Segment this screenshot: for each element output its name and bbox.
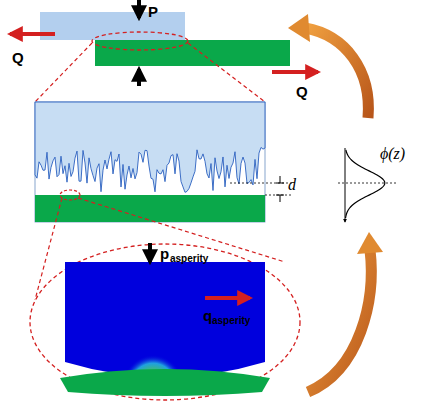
force-label: Q [296, 84, 308, 99]
gap-dimension [276, 176, 284, 202]
lower-block [95, 40, 290, 66]
surface-panel [35, 102, 265, 222]
zoom-ellipse [30, 244, 300, 400]
mean-line [338, 183, 398, 184]
force-subscript: asperity [212, 316, 250, 326]
force-label: Q [12, 50, 24, 65]
gap-label: d [288, 177, 296, 193]
zoom-line [35, 43, 92, 102]
zoom-ellipse [60, 190, 80, 200]
asperity-shear-arrow [205, 296, 250, 300]
flow-arrowhead [288, 14, 310, 42]
zoom-ellipse [92, 32, 188, 50]
distribution-label: ϕ(z) [380, 146, 405, 162]
height-axis [345, 148, 346, 222]
reaction-arrow [137, 69, 141, 86]
force-label: q [203, 308, 212, 323]
zoom-line [188, 43, 265, 102]
shear-arrow [272, 70, 318, 74]
upper-block [40, 12, 185, 40]
force-label: P [148, 4, 158, 19]
asperity-load-arrow [148, 243, 152, 262]
flow-arrow [308, 250, 371, 392]
force-subscript: asperity [170, 254, 208, 264]
flow-arrow [305, 28, 368, 118]
force-label: p [160, 246, 169, 261]
shear-arrow [10, 32, 55, 36]
height-distribution [346, 150, 385, 218]
rough-surface [35, 102, 265, 192]
load-arrow [137, 0, 141, 18]
flat-counterface [60, 369, 270, 396]
flow-arrowhead [357, 232, 383, 254]
flat-surface [35, 195, 265, 222]
